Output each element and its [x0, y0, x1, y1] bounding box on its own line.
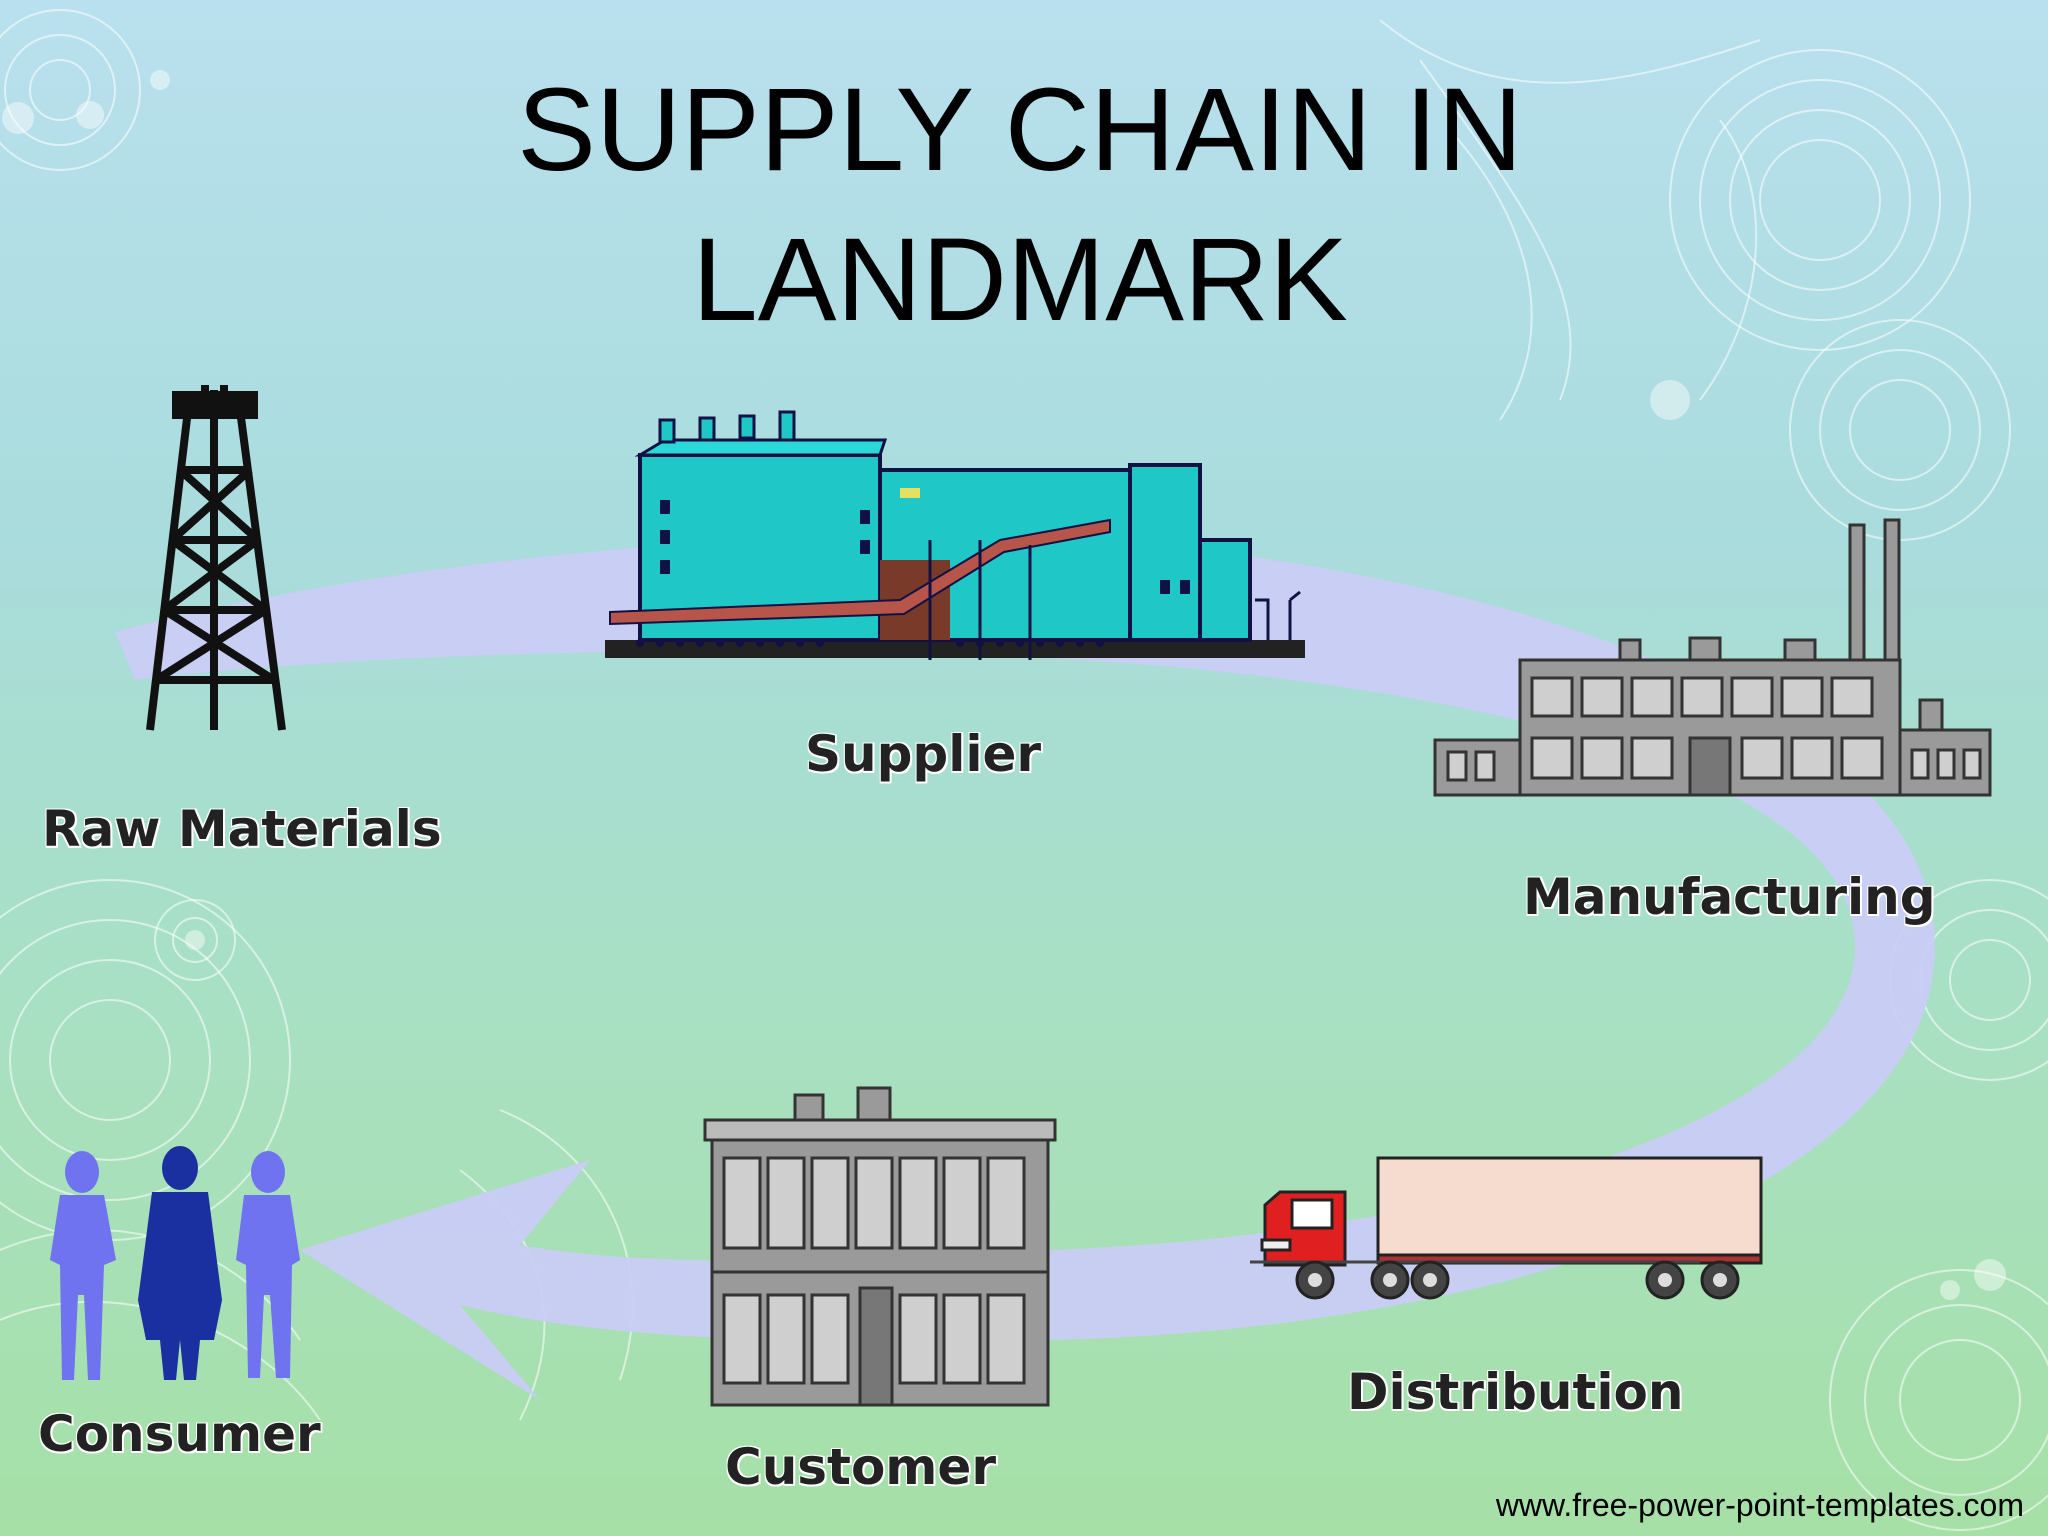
- label-consumer: Consumer: [38, 1405, 321, 1463]
- semi-truck-icon: [1250, 1156, 1763, 1300]
- people-silhouettes-icon: [50, 1146, 300, 1380]
- flow-arrow: [115, 535, 1936, 1400]
- background-dots: [2, 70, 2006, 1300]
- store-building-icon: [703, 1086, 1057, 1407]
- factory-plant-icon: [605, 410, 1305, 660]
- label-distribution: Distribution: [1347, 1363, 1684, 1421]
- label-customer: Customer: [725, 1438, 996, 1496]
- footer-url: www.free-power-point-templates.com: [1495, 1487, 2024, 1523]
- title-line-1: SUPPLY CHAIN IN: [517, 64, 1523, 196]
- background-decoration: [0, 9, 2048, 1531]
- label-supplier: Supplier: [805, 725, 1042, 783]
- label-raw-materials: Raw Materials: [42, 800, 442, 858]
- oil-derrick-icon: [146, 385, 286, 731]
- label-manufacturing: Manufacturing: [1523, 868, 1936, 926]
- title-line-2: LANDMARK: [692, 214, 1348, 346]
- slide-title: SUPPLY CHAIN IN LANDMARK: [360, 55, 1680, 355]
- manufacturing-plant-icon: [1433, 518, 1992, 797]
